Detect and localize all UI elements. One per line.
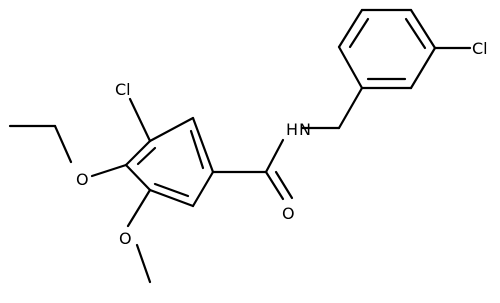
bond-ring-a-to-methoxy-o	[126, 188, 152, 228]
bond-ch2-to-ring-b	[337, 86, 364, 130]
atom-label-o-ethoxy: O	[76, 170, 89, 189]
bond-c5-c6	[124, 163, 152, 192]
bond-carbonyl-c-to-n	[264, 138, 285, 174]
bond-b1-b2	[337, 45, 364, 90]
bond-c6-c1-inner	[136, 146, 157, 166]
atom-label-cl-ring-b: Cl	[472, 39, 488, 58]
atom-label-cl-ring-a: Cl	[115, 80, 131, 99]
ring-a	[124, 116, 215, 208]
bond-b4-b5	[409, 8, 437, 50]
atom-label-o-methoxy: O	[119, 229, 132, 248]
bond-b4-b5-inner	[404, 17, 427, 50]
atom-label-n-amide: N	[299, 120, 311, 139]
ring-b	[337, 8, 437, 90]
bond-methoxy-o-to-ch3	[135, 243, 152, 284]
bond-b2-b3-inner	[348, 17, 370, 49]
bond-c6-c1	[124, 139, 152, 167]
bond-c1-c2	[148, 116, 195, 143]
bond-c2-c3	[191, 116, 215, 174]
bond-carbonyl-c-to-o	[264, 170, 285, 201]
bond-ethoxy-o-to-ch2	[53, 124, 73, 164]
atom-label-h-amide-visible: H	[286, 120, 298, 139]
bond-c4-c5	[148, 188, 195, 208]
bond-ring-a-to-cl	[128, 97, 152, 143]
atom-label-o-carbonyl: O	[282, 204, 295, 223]
bond-ring-a-to-ethoxy-o	[90, 163, 128, 178]
bond-c2-c3-inner	[189, 129, 205, 170]
bond-c3-c4	[191, 170, 215, 208]
bond-b2-b3	[337, 8, 364, 49]
bond-b5-b6	[409, 46, 437, 90]
bond-c4-c5-inner	[153, 182, 190, 198]
bond-carbonyl-c-to-o-double	[274, 170, 294, 200]
